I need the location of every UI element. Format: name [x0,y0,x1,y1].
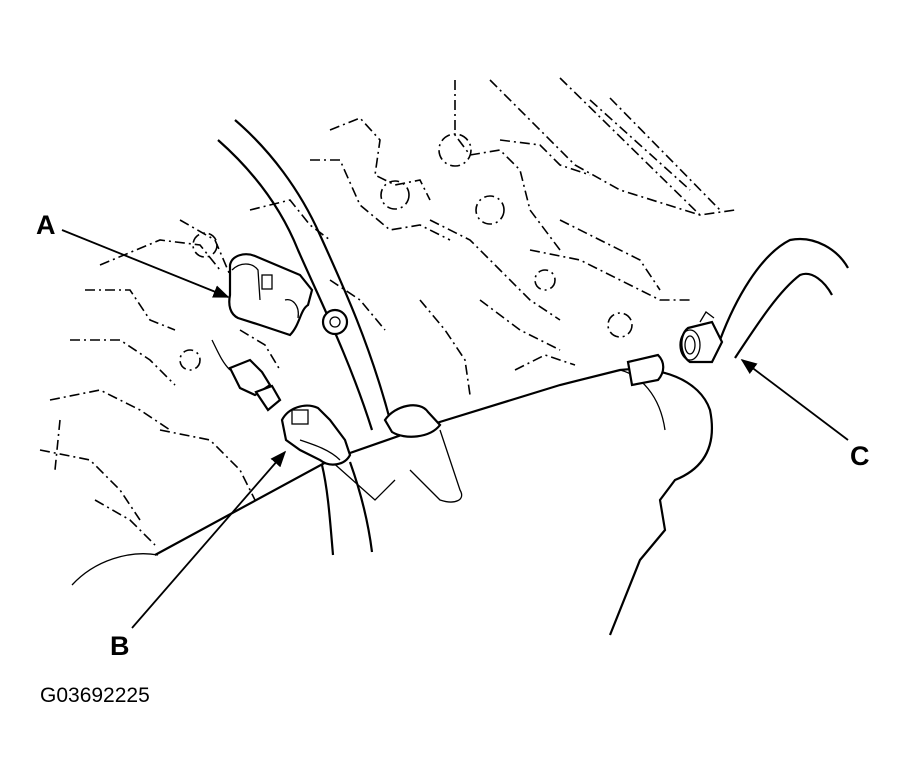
figure-code: G03692225 [40,684,150,707]
leader-a [61,229,230,298]
sensor-connector [211,339,282,412]
callout-label-b: B [110,631,130,661]
leader-b [131,450,287,629]
filter-housing [71,353,713,636]
leader-lines [61,229,849,629]
leader-c [740,359,849,441]
callout-label-a: A [36,210,56,240]
hose-c [679,237,849,364]
quick-connector-b [280,404,374,556]
tube-clamp [383,404,442,438]
fuel-tube [217,119,392,431]
engine-background-outline [39,77,736,546]
quick-connector-a [228,253,349,337]
callout-label-c: C [850,441,870,471]
